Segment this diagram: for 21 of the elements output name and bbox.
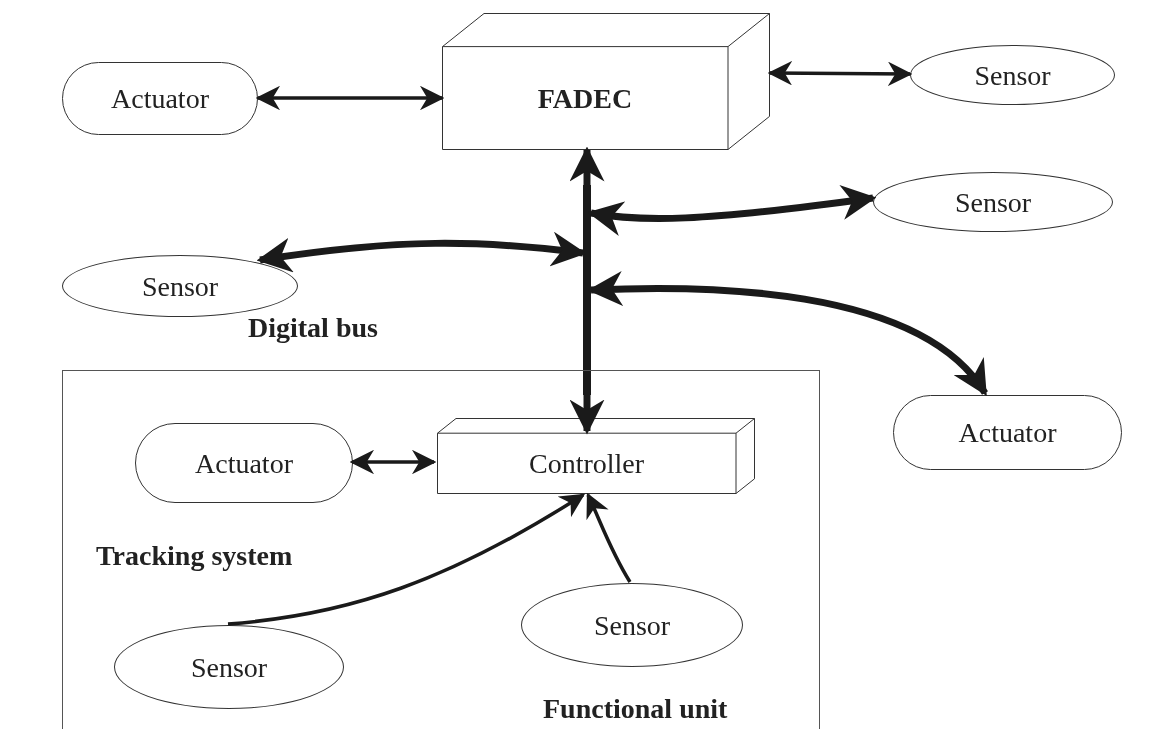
group-label: Digital bus <box>248 311 378 345</box>
node-label: Functional unit <box>543 693 728 724</box>
arrow <box>767 60 913 87</box>
arrow <box>349 449 437 475</box>
group-frame <box>62 370 820 729</box>
node-label: Sensor <box>141 269 219 304</box>
node-label: Actuator <box>195 446 293 481</box>
node-label: Sensor <box>190 650 268 685</box>
node-label: Actuator <box>958 416 1057 450</box>
node-label: Controller <box>528 447 645 482</box>
arrow <box>255 85 445 111</box>
group-label: Tracking system <box>96 539 293 573</box>
arrow <box>586 492 632 583</box>
block-box <box>437 418 755 494</box>
node-label: Sensor <box>593 608 671 643</box>
node-label: Sensor <box>954 185 1032 220</box>
node-label: Sensor <box>974 58 1051 93</box>
block-box <box>442 13 770 150</box>
arrow <box>227 493 586 626</box>
node-label: FADEC <box>537 81 633 116</box>
node-label: Actuator <box>111 82 209 116</box>
